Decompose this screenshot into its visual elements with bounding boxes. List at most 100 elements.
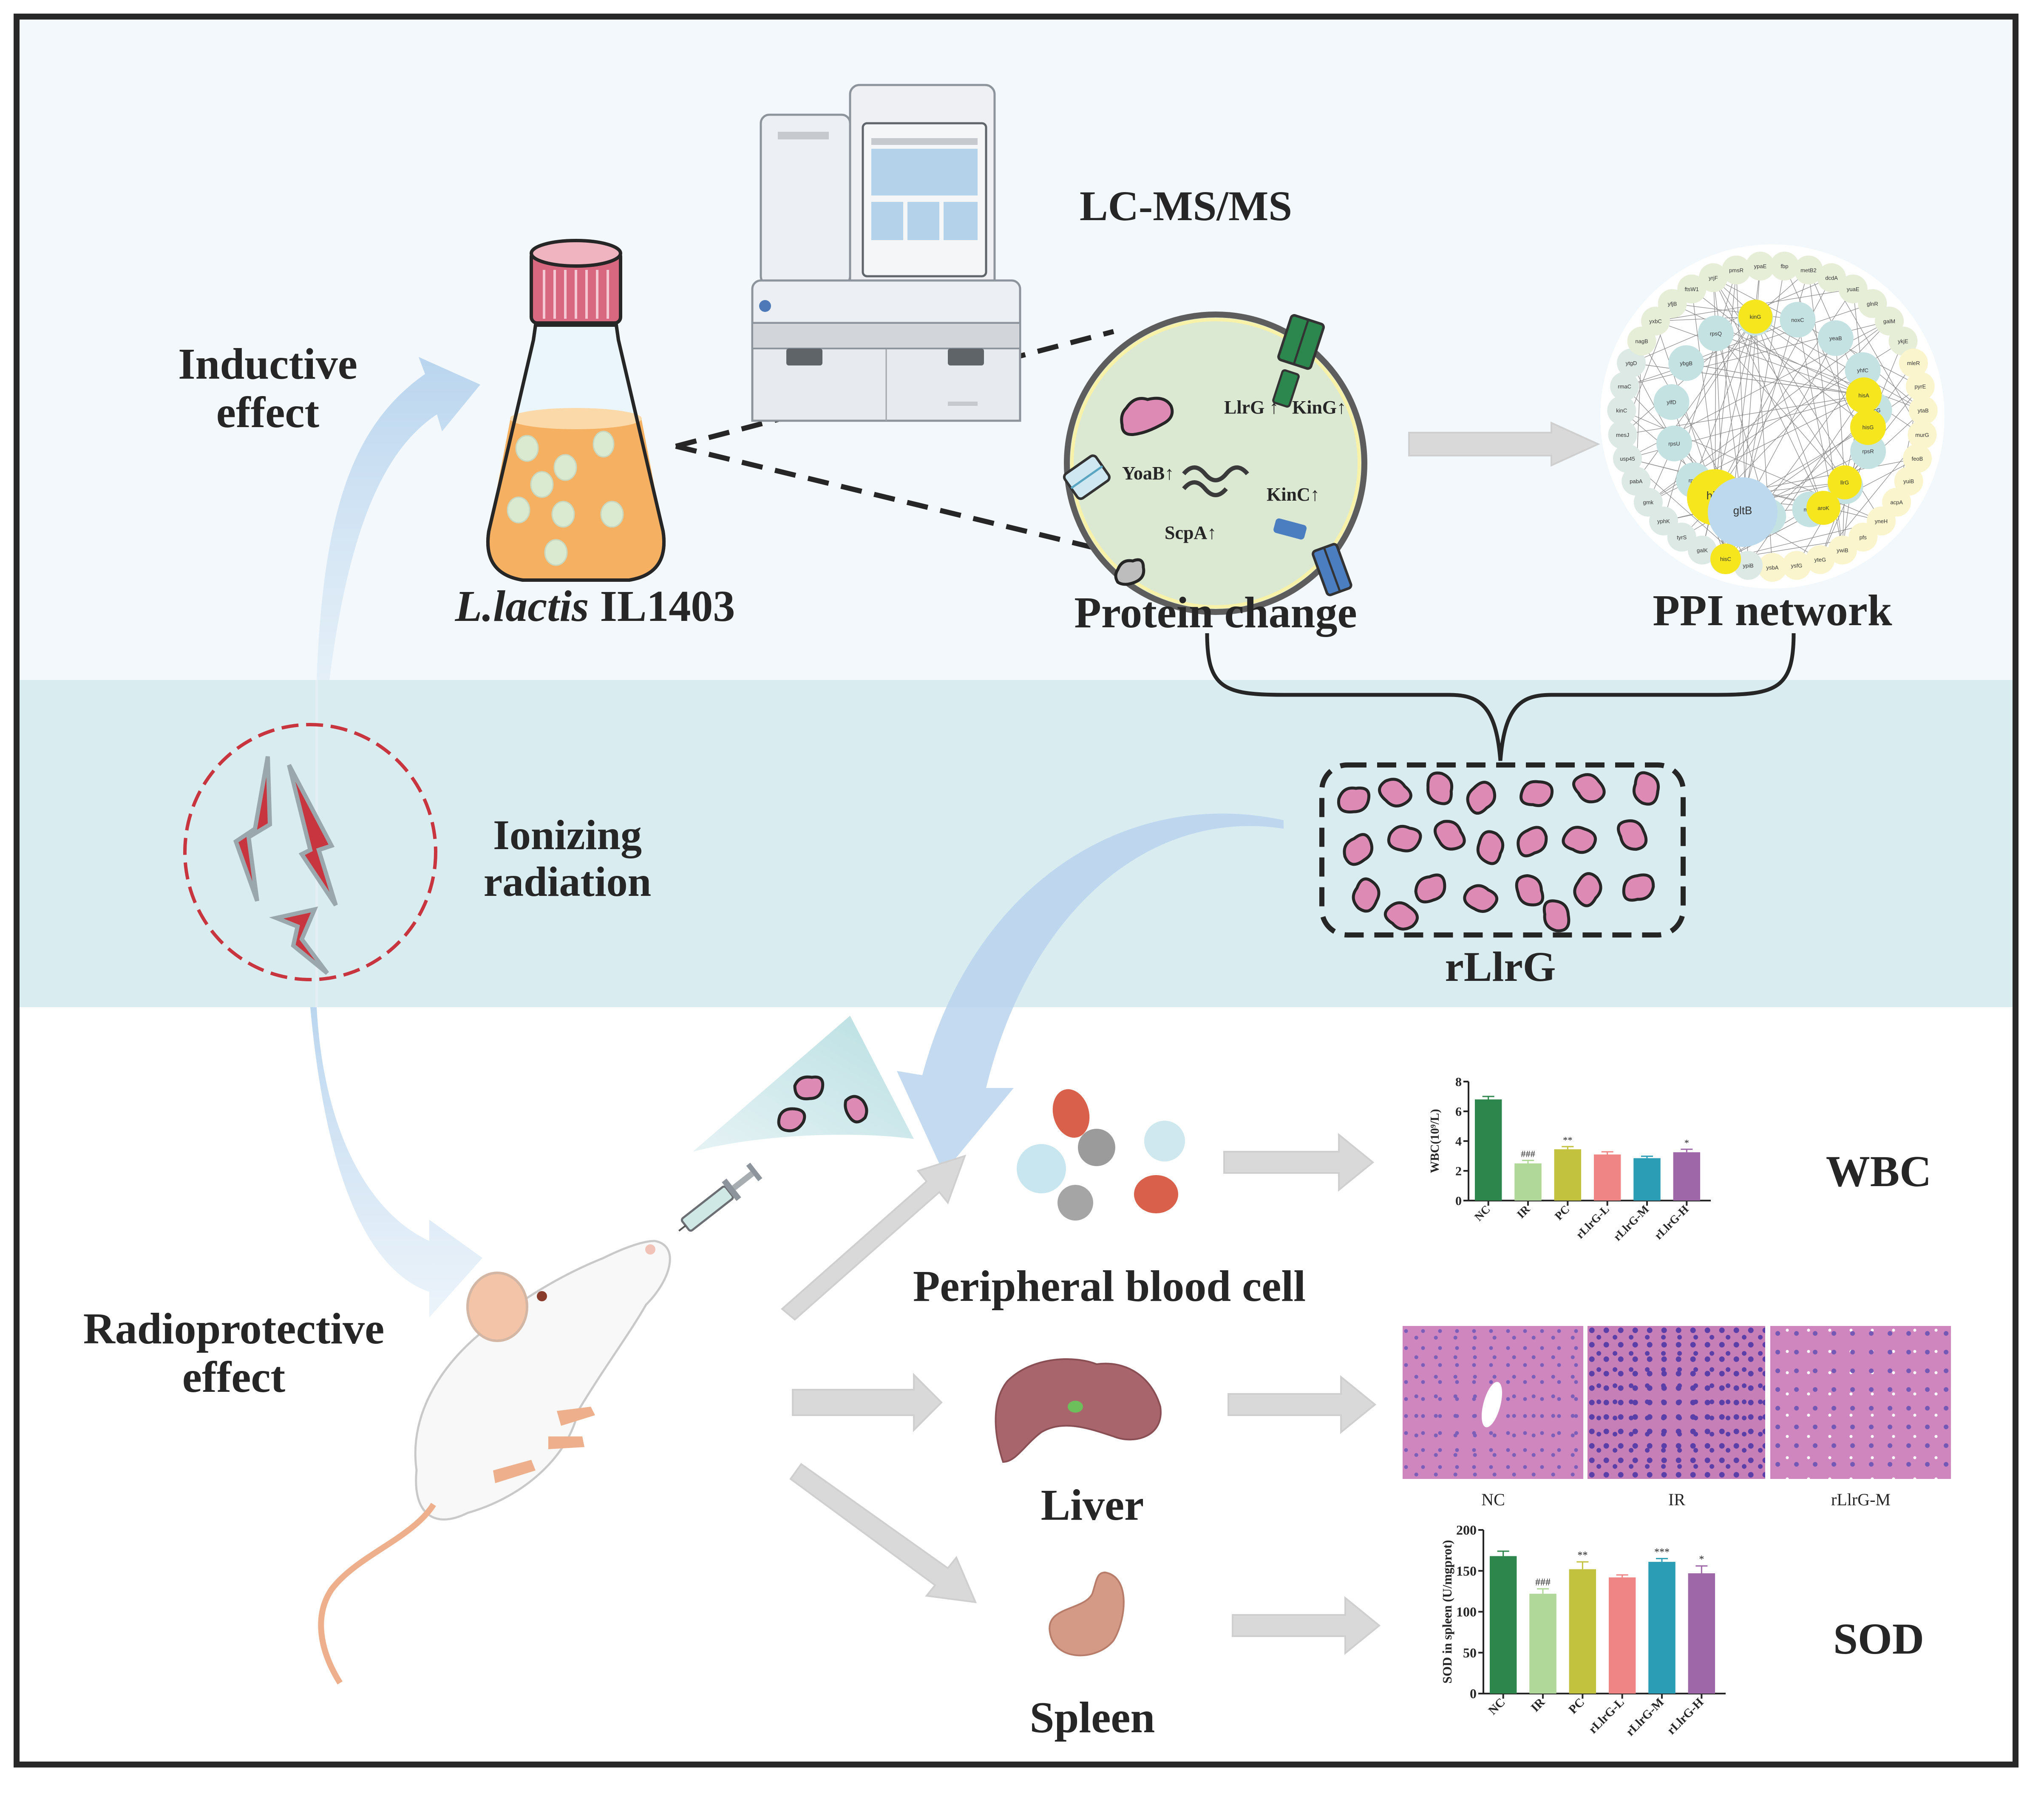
ppi-node: ylfD	[1653, 384, 1690, 420]
arrow-to-liver-icon	[792, 1373, 943, 1432]
ppi-node-label: ytgD	[1626, 360, 1637, 366]
ppi-node: yuiB	[1894, 467, 1923, 496]
ppi-node: ysfG	[1782, 551, 1811, 580]
histology-caption-nc: NC	[1481, 1490, 1505, 1509]
sod-bar-chart: 050100150200NC###IR**PCrLlrG-L***rLlrG-M…	[1440, 1522, 1726, 1739]
ppi-node: hisG	[1850, 409, 1886, 445]
significance-label: *	[1684, 1137, 1689, 1148]
wbc-label: WBC	[1826, 1147, 1932, 1196]
ppi-node-label: yphK	[1657, 518, 1670, 524]
ppi-node-label: pabA	[1630, 478, 1643, 484]
ppi-node: rpsU	[1656, 425, 1692, 462]
arrow-to-spleen-icon	[789, 1463, 977, 1603]
rllrg-protein-icon	[1337, 786, 1371, 814]
strain-label: L.lactis IL1403	[425, 582, 765, 631]
ppi-node: fbp	[1770, 252, 1799, 281]
ppi-node-label: ywiB	[1837, 547, 1848, 553]
y-tick-label: 100	[1456, 1604, 1477, 1620]
x-tick-label: rLlrG-L	[1586, 1695, 1627, 1736]
bar	[1688, 1573, 1715, 1694]
rllrg-protein-icon	[1343, 833, 1374, 866]
ppi-node: ytaB	[1908, 396, 1938, 425]
ppi-node: yeaB	[1817, 320, 1854, 356]
ppi-edge	[1831, 278, 1922, 435]
x-tick-label: rLlrG-M	[1623, 1695, 1667, 1739]
ppi-node-label: pmsR	[1729, 267, 1743, 273]
ppi-network-graph: fbpmetB2dcdAyuaEglnRgalMykjEmleRpyrEytaB…	[1600, 244, 1945, 589]
rllrg-protein-icon	[1520, 780, 1554, 807]
significance-label: ###	[1535, 1577, 1551, 1588]
ionizing-line2: radiation	[483, 858, 652, 905]
y-tick-label: 4	[1455, 1135, 1462, 1149]
histology-rllrg-m-image	[1770, 1326, 1951, 1479]
ppi-node-label: galM	[1883, 318, 1895, 324]
bar	[1569, 1569, 1596, 1694]
arrow-to-ppi-icon	[1408, 421, 1600, 467]
ppi-node-label: rmaC	[1618, 383, 1631, 390]
figure-frame	[14, 14, 2018, 1768]
y-tick-label: 200	[1456, 1522, 1477, 1538]
rllrg-protein-icon	[1434, 820, 1466, 851]
ppi-node-label: yrjF	[1709, 275, 1718, 281]
ionizing-line1: Ionizing	[493, 811, 642, 858]
ppi-node-label: noxC	[1791, 317, 1804, 323]
ppi-node: yteG	[1806, 545, 1835, 574]
histology-caption-rllrg-m: rLlrG-M	[1831, 1490, 1891, 1509]
ppi-edge	[1755, 316, 1924, 411]
ppi-node-label: glnR	[1867, 300, 1878, 307]
ppi-node: pyrE	[1905, 371, 1935, 401]
x-tick-label: IR	[1528, 1695, 1548, 1714]
ppi-node-label: nagB	[1635, 338, 1648, 345]
flask-icon	[486, 239, 666, 582]
rllrg-protein-icon	[1542, 899, 1571, 932]
protein-king: KinG↑	[1292, 397, 1347, 418]
rllrg-protein-icon	[1387, 824, 1422, 853]
spleen-label: Spleen	[1029, 1693, 1155, 1742]
liver-label: Liver	[1040, 1481, 1144, 1530]
y-axis-label: SOD in spleen (U/mgprot)	[1440, 1540, 1454, 1684]
ppi-node: gltB	[1708, 477, 1778, 547]
arrow-to-sod-chart-icon	[1232, 1596, 1381, 1655]
ppi-node-label: kinC	[1616, 408, 1627, 414]
ppi-node: pfs	[1848, 522, 1878, 552]
arrow-to-blood-icon	[780, 1154, 967, 1321]
ppi-node-label: yfjB	[1668, 300, 1677, 307]
ppi-node-label: mesJ	[1616, 432, 1629, 438]
ppi-node-label: rpsR	[1862, 448, 1874, 455]
ppi-edge	[1636, 316, 1756, 482]
ppi-node: gmk	[1633, 487, 1663, 517]
x-tick-label: rLlrG-H	[1664, 1695, 1706, 1737]
bar	[1608, 1577, 1636, 1694]
ppi-edge	[1691, 289, 1868, 428]
rllrg-protein-icon	[1617, 819, 1648, 851]
ppi-node: mleR	[1899, 348, 1928, 378]
curly-brace-icon	[1205, 633, 1796, 761]
rllrg-protein-icon	[1562, 826, 1597, 854]
bar	[1633, 1158, 1661, 1201]
lcms-instrument-icon	[751, 84, 1021, 422]
y-tick-label: 150	[1456, 1563, 1477, 1578]
rllrg-protein-icon	[1517, 826, 1548, 858]
ppi-node-label: ftsW1	[1685, 286, 1699, 292]
ppi-node: noxC	[1780, 302, 1816, 338]
inductive-arrow-shape	[317, 357, 480, 680]
bar	[1474, 1099, 1502, 1201]
strain-name: IL1403	[589, 582, 735, 631]
significance-label: **	[1563, 1135, 1573, 1145]
ppi-node: aroK	[1806, 491, 1840, 525]
peripheral-blood-cell-label: Peripheral blood cell	[913, 1262, 1306, 1311]
liver-icon	[995, 1358, 1162, 1463]
ppi-network-label: PPI network	[1653, 586, 1892, 635]
ionizing-radiation-label: Ionizing radiation	[472, 812, 663, 905]
ppi-node: hisC	[1710, 544, 1741, 574]
ppi-node-label: ysbA	[1766, 564, 1779, 571]
ppi-node: mesJ	[1608, 420, 1637, 449]
ppi-node: galK	[1688, 535, 1717, 565]
ppi-node-label: murG	[1915, 432, 1929, 438]
ppi-edge	[1713, 277, 1921, 387]
ppi-node-label: gmk	[1643, 499, 1654, 506]
histology-nc-image	[1403, 1326, 1583, 1479]
up-arrow-icon: ↑	[1165, 463, 1174, 484]
